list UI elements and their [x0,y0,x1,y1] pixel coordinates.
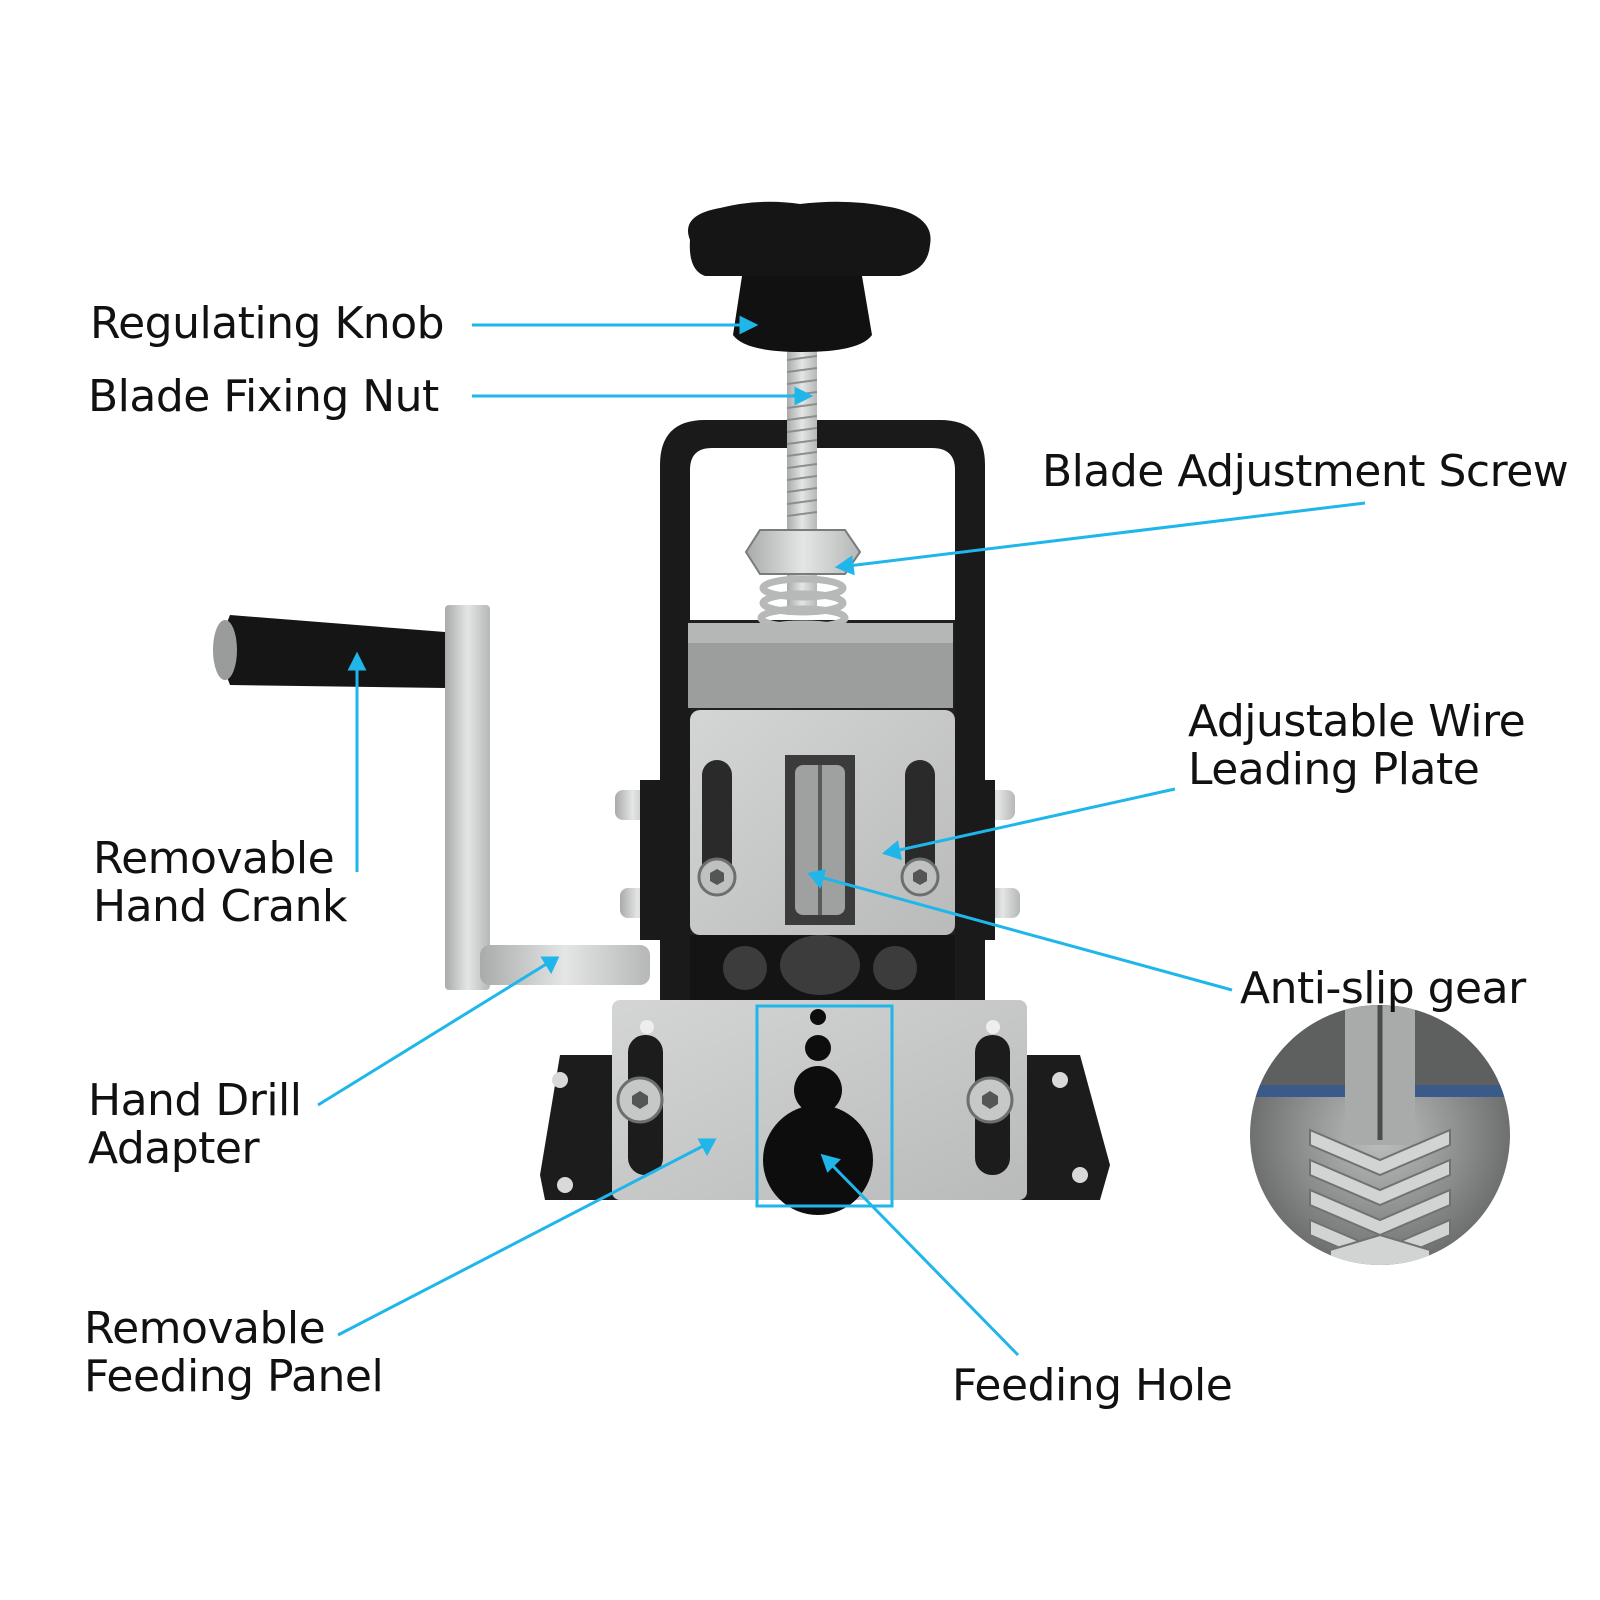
hex-nut [744,529,862,575]
leader-blade-adjustment-screw [847,501,1366,568]
base-hole [552,1072,568,1088]
leader-anti-slip-gear [819,875,1233,992]
slider-block-top [688,623,953,643]
wire-stripper-machine-icon [213,201,1110,1215]
base-hole [1052,1072,1068,1088]
feeding-hole [794,1066,842,1114]
feeding-hole [810,1009,826,1025]
base-hole [1072,1167,1088,1183]
roller-dark [965,780,995,940]
feeding-hole [763,1105,873,1215]
knob-head [688,201,931,276]
plate-slot [905,760,935,890]
leader-feeding-hole [828,1161,1020,1357]
label-feeding-hole: Feeding Hole [952,1360,1233,1411]
label-blade-adjustment-screw: Blade Adjustment Screw [1042,446,1569,497]
leader-feeding-panel [337,1143,706,1337]
label-hand-drill-adapter: Hand Drill Adapter [88,1075,302,1174]
knob-stem [733,276,872,352]
label-regulating-knob: Regulating Knob [90,298,445,349]
leader-lines [317,315,1366,1357]
roller-dark [640,780,670,940]
feeding-hole-highlight-box [755,1004,894,1208]
crank-handle [222,615,445,688]
plate-slot [702,760,732,890]
anti-slip-gear-closeup-icon [1250,1005,1510,1265]
label-adjustable-wire-leading-plate: Adjustable Wire Leading Plate [1188,696,1526,795]
crank-arm [445,605,490,990]
feeding-hole [805,1035,831,1061]
leader-hand-drill-adapter [317,961,549,1107]
leader-wire-leading-plate [894,787,1176,853]
label-removable-hand-crank: Removable Hand Crank [93,833,348,932]
crank-shaft [480,945,650,985]
base-hole [557,1177,573,1193]
panel-rivet [986,1020,1000,1034]
panel-rivet [640,1020,654,1034]
label-blade-fixing-nut: Blade Fixing Nut [88,371,439,422]
label-removable-feeding-panel: Removable Feeding Panel [84,1303,384,1402]
label-anti-slip-gear: Anti-slip gear [1240,963,1526,1014]
anti-slip-gear [723,935,917,995]
crank-handle-cap [213,620,237,680]
